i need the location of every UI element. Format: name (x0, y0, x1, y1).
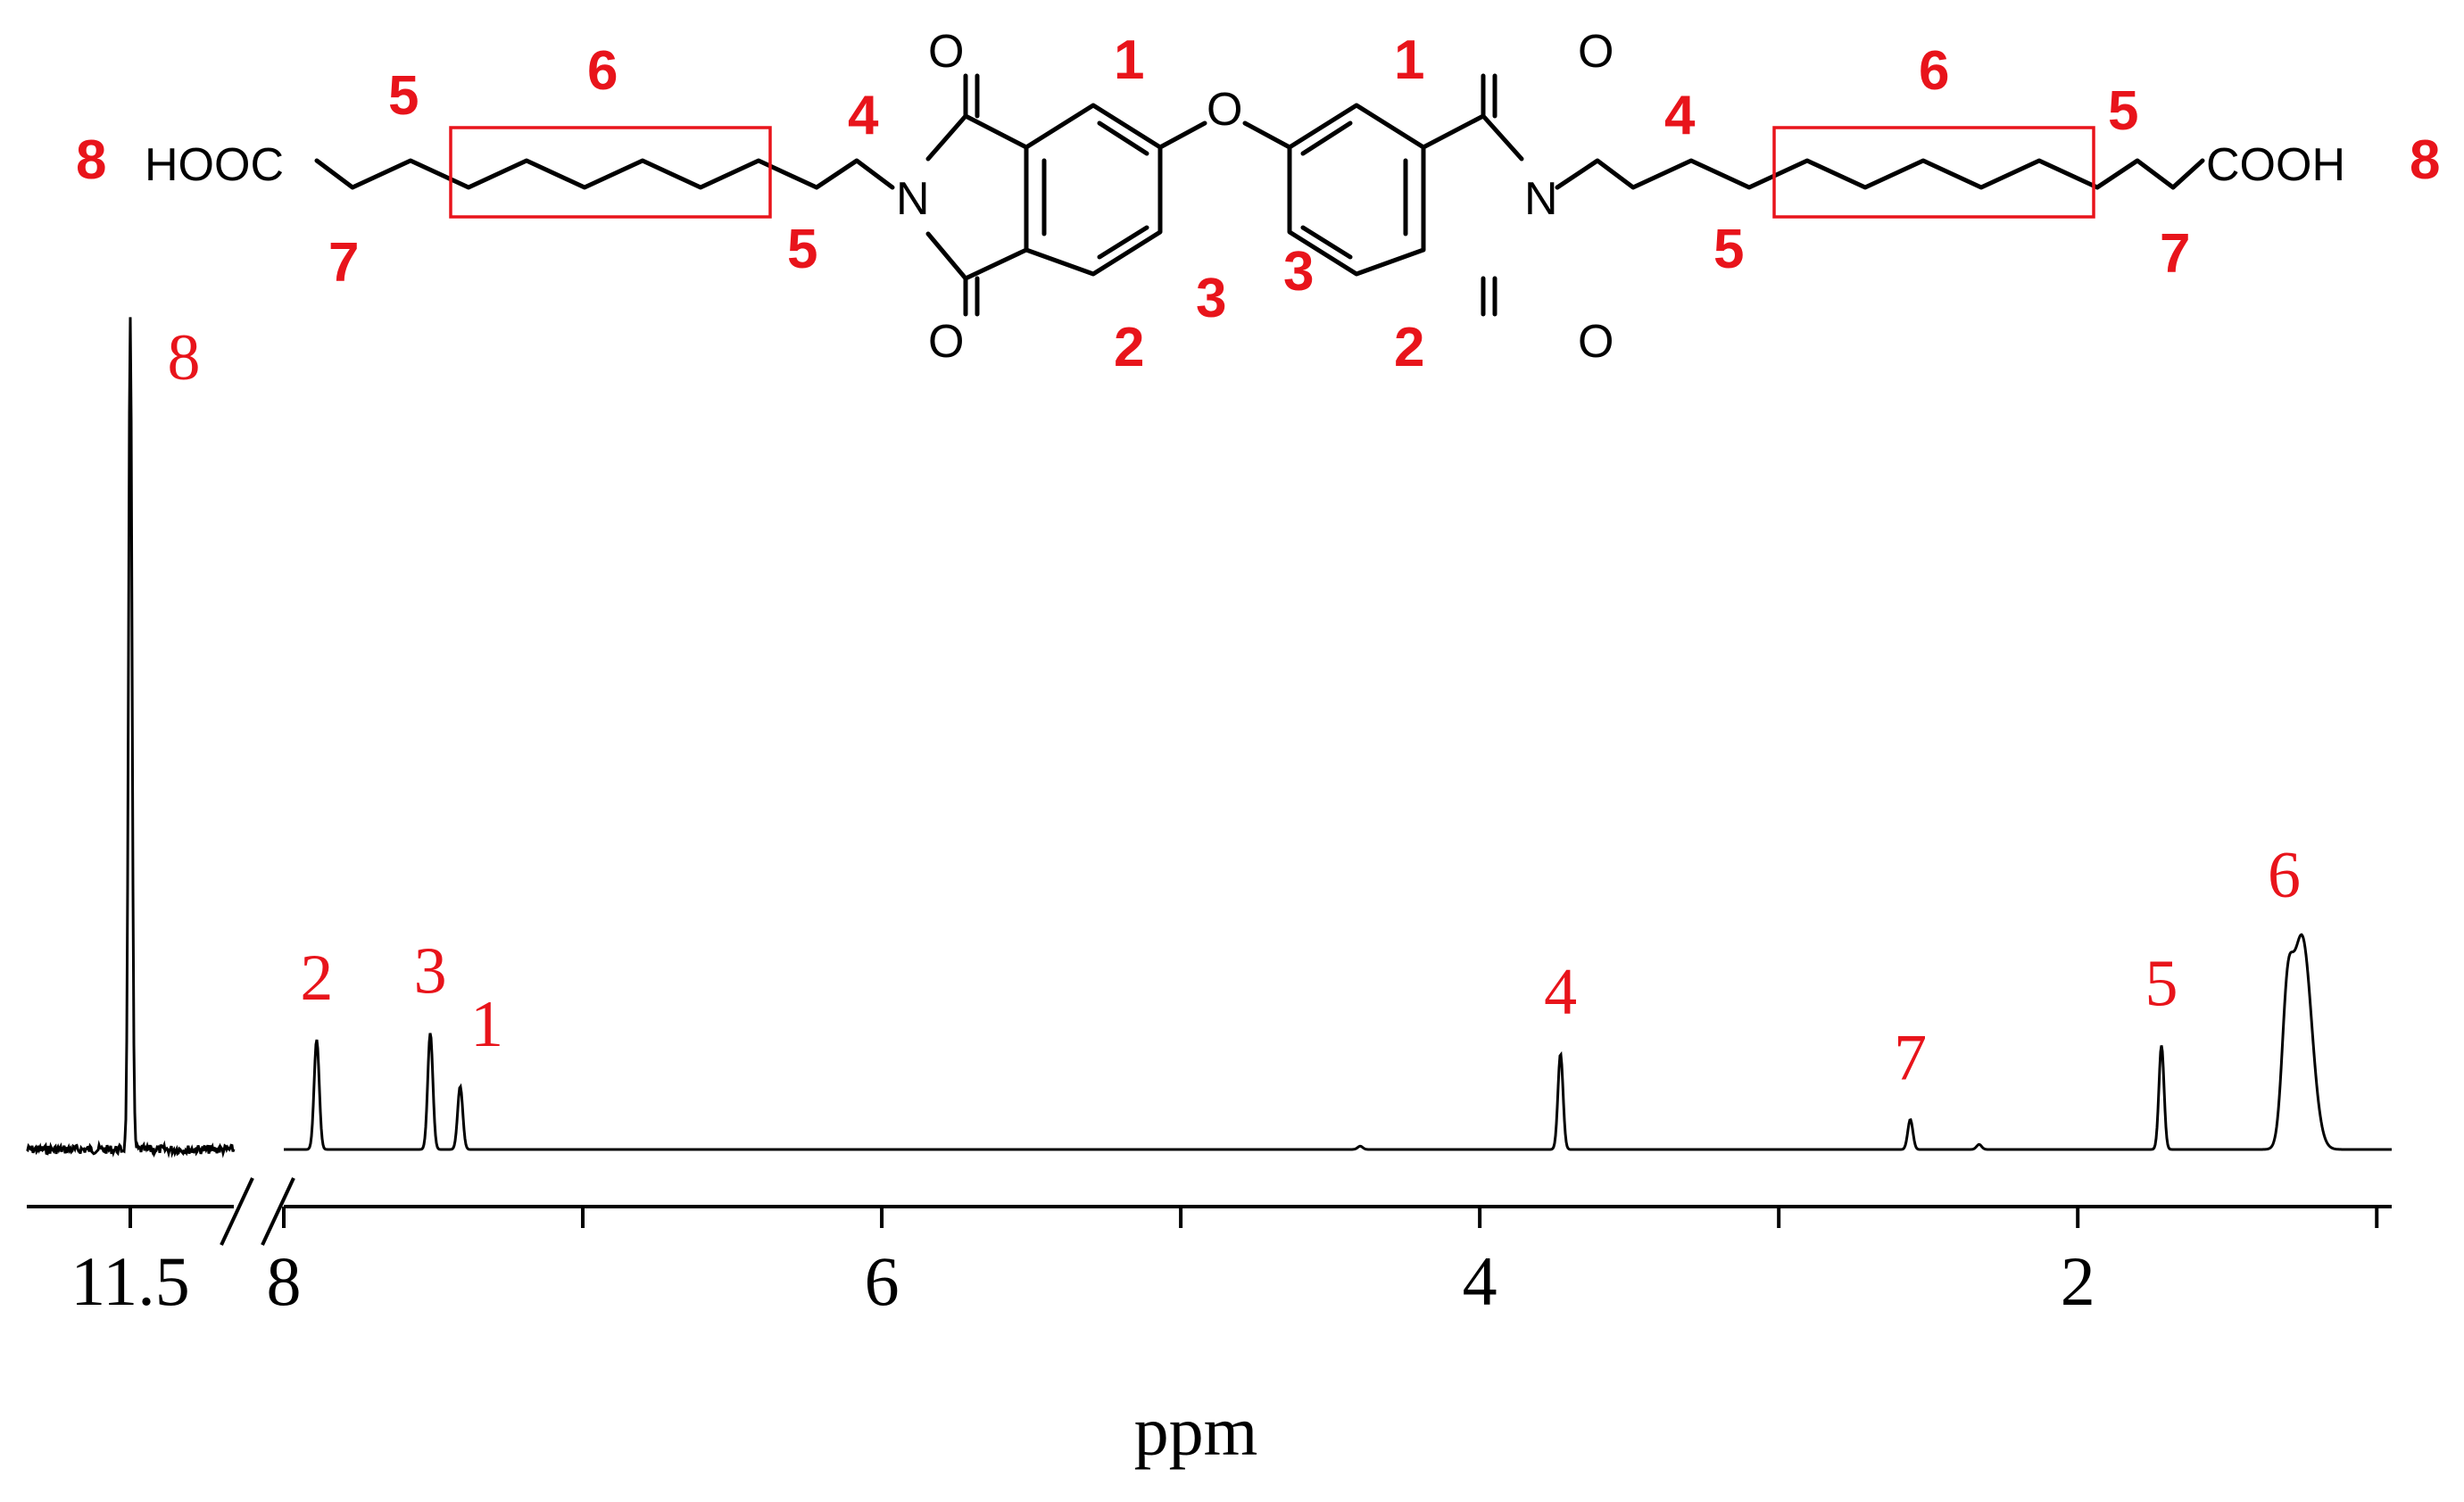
left-benzene-ring (1024, 103, 1163, 277)
struct-label-5-right-top: 5 (2108, 80, 2138, 142)
peak-labels: 8 2 31 4 7 5 6 (168, 321, 2301, 1094)
left-lower-oxygen: O (928, 316, 964, 368)
right-upper-oxygen: O (1578, 26, 1614, 78)
struct-label-5-right-bottom: 5 (1713, 219, 1744, 280)
struct-label-6-left: 6 (587, 40, 618, 102)
struct-label-3-left: 3 (1196, 268, 1226, 329)
struct-label-2-left: 2 (1114, 317, 1144, 378)
struct-label-3-right: 3 (1283, 241, 1314, 303)
peak-label-7: 7 (1894, 1021, 1927, 1094)
struct-label-4-right: 4 (1664, 85, 1696, 146)
left-group6-box (449, 126, 772, 219)
tick-label-6: 6 (865, 1242, 900, 1320)
right-group6-box (1772, 126, 2095, 219)
right-benzene-ring (1287, 103, 1426, 277)
right-carboxyl-group: COOH (2206, 139, 2345, 191)
struct-label-5-left-top: 5 (388, 65, 419, 127)
chemical-structure (314, 73, 2205, 317)
axis-break-mark-1 (220, 1177, 254, 1246)
peak-label-8: 8 (168, 321, 201, 394)
tick-label-8: 8 (267, 1242, 302, 1320)
tick-label-2: 2 (2061, 1242, 2095, 1320)
struct-label-1-right: 1 (1394, 29, 1424, 91)
tick-label-11-5: 11.5 (71, 1242, 190, 1320)
left-upper-oxygen: O (928, 26, 964, 78)
struct-label-8-left: 8 (76, 129, 106, 191)
peak-label-1: 1 (470, 988, 503, 1061)
x-axis-label: ppm (1134, 1392, 1258, 1470)
left-alkyl-chain (314, 158, 895, 190)
left-nitrogen: N (896, 173, 930, 225)
spectrum-trace-segment-1 (26, 317, 236, 1158)
struct-label-7-right: 7 (2160, 223, 2190, 285)
struct-label-1-left: 1 (1114, 29, 1144, 91)
peak-label-5: 5 (2145, 947, 2178, 1020)
struct-label-7-left: 7 (328, 232, 359, 294)
structure-proton-labels: 8 8 7 7 5 5 5 5 6 6 4 4 1 1 2 2 3 3 (76, 29, 2440, 378)
left-carboxyl-group: HOOC (145, 139, 284, 191)
spectrum-plot (26, 317, 2392, 1158)
ether-bridge (1157, 120, 1207, 150)
struct-label-4-left: 4 (848, 85, 879, 146)
ether-oxygen: O (1207, 84, 1242, 136)
struct-label-6-right: 6 (1919, 40, 1949, 102)
right-imide-ring (1421, 113, 1524, 162)
axis-break-mark-2 (261, 1177, 295, 1246)
x-axis: 11.5 8 6 4 2 (27, 1177, 2392, 1320)
peak-label-6: 6 (2268, 839, 2301, 912)
left-imide-ring (925, 113, 1029, 281)
peak-label-4: 4 (1544, 956, 1577, 1029)
peak-label-3: 3 (414, 934, 447, 1008)
right-alkyl-chain (1555, 158, 2205, 190)
struct-label-5-left-bottom: 5 (787, 219, 817, 280)
right-lower-oxygen: O (1578, 316, 1614, 368)
peak-label-2: 2 (300, 942, 333, 1015)
right-nitrogen: N (1524, 173, 1558, 225)
tick-label-4: 4 (1463, 1242, 1497, 1320)
struct-label-8-right: 8 (2410, 129, 2440, 191)
spectrum-trace-segment-2 (284, 933, 2392, 1151)
struct-label-2-right: 2 (1394, 317, 1424, 378)
